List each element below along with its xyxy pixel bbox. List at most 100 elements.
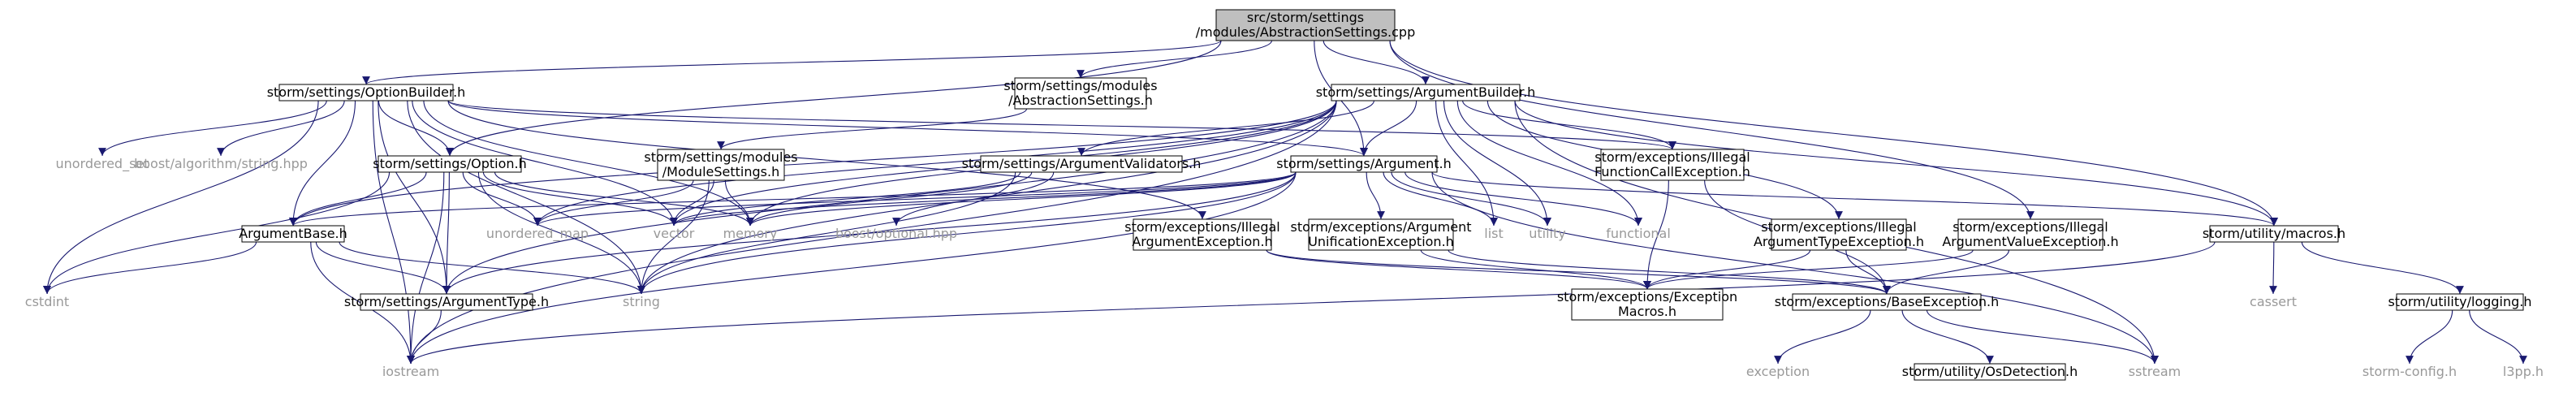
edge-macros-to-iostream xyxy=(407,241,2216,365)
node-sstream: sstream xyxy=(2129,364,2181,379)
node-list: list xyxy=(1484,226,1504,241)
dependency-nodes: src/storm/settings/modules/AbstractionSe… xyxy=(25,9,2544,381)
node-baseexc: storm/exceptions/BaseException.h xyxy=(1775,293,1999,311)
node-label: vector xyxy=(654,226,695,241)
edge-option-to-memory xyxy=(494,171,754,227)
node-box xyxy=(1914,363,2066,381)
node-exception: exception xyxy=(1746,364,1810,379)
edge-argvalidators-to-string xyxy=(637,171,1016,295)
node-boost_string: boost/algorithm/string.hpp xyxy=(134,156,308,171)
node-label: exception xyxy=(1746,364,1810,379)
node-unordered_set: unordered_set xyxy=(55,156,149,172)
node-box xyxy=(1600,149,1745,181)
node-logging: storm/utility/logging.h xyxy=(2388,293,2532,311)
node-vector: vector xyxy=(654,226,695,241)
node-box xyxy=(1308,218,1454,251)
edge-option-to-string xyxy=(477,171,645,295)
edge-baseexc-to-osdetect xyxy=(1901,309,1994,365)
edge-baseexc-to-exception xyxy=(1774,309,1871,365)
node-label: storm/exceptions/Illegal xyxy=(1761,219,1916,235)
edge-argbase-to-string xyxy=(339,241,645,295)
node-box xyxy=(980,155,1183,173)
node-label: Macros.h xyxy=(1618,304,1676,319)
edge-argbuilder-to-macros xyxy=(1514,100,2278,227)
node-label: storm/utility/OsDetection.h xyxy=(1902,364,2078,379)
node-label: utility xyxy=(1529,226,1566,241)
edge-argument-to-argunif xyxy=(1366,171,1385,220)
edge-modabs-to-modsettings xyxy=(717,108,1028,150)
edge-argbase-to-cstdint xyxy=(43,241,257,295)
node-cstdint: cstdint xyxy=(25,294,69,309)
edge-optionbuilder-to-unordered_set xyxy=(98,100,327,157)
node-box xyxy=(2209,225,2339,243)
edge-optionbuilder-to-argbase xyxy=(289,100,356,227)
edge-modsettings-to-unordered_map xyxy=(533,179,694,227)
node-label: storm/exceptions/Illegal xyxy=(1124,219,1279,235)
node-label: storm-config.h xyxy=(2362,364,2457,379)
node-box xyxy=(657,149,785,181)
edge-root-to-macros xyxy=(1389,40,2278,227)
node-option: storm/settings/Option.h xyxy=(373,155,527,173)
edge-root-to-modabs xyxy=(1077,40,1272,79)
node-box xyxy=(378,155,522,173)
node-label: list xyxy=(1484,226,1504,241)
edge-argument-to-sstream xyxy=(1431,171,2159,365)
node-label: iostream xyxy=(382,364,439,379)
node-label: storm/settings/modules xyxy=(644,149,797,165)
edge-optionbuilder-to-illegalfunc xyxy=(447,100,1676,150)
edge-argvalidators-to-memory xyxy=(746,171,1033,227)
node-illegalarg: storm/exceptions/IllegalArgumentExceptio… xyxy=(1124,218,1280,251)
node-illegalvalue: storm/exceptions/IllegalArgumentValueExc… xyxy=(1942,218,2119,251)
node-label: storm/settings/OptionBuilder.h xyxy=(267,84,466,100)
edge-optionbuilder-to-memory xyxy=(423,100,754,227)
edge-argument-to-unordered_map xyxy=(533,171,1297,227)
node-box xyxy=(278,84,454,101)
edge-illegalfunc-to-excmacros xyxy=(1643,179,1669,290)
node-label: storm/settings/ArgumentType.h xyxy=(344,294,549,309)
edge-option-to-iostream xyxy=(407,171,445,365)
node-box xyxy=(360,293,533,311)
node-argtype: storm/settings/ArgumentType.h xyxy=(344,293,549,311)
node-label: storm/settings/modules xyxy=(1003,78,1157,93)
edge-modsettings-to-string xyxy=(637,179,710,295)
edge-argbuilder-to-iostream xyxy=(407,100,1337,365)
node-utility: utility xyxy=(1529,226,1566,241)
node-label: src/storm/settings xyxy=(1247,10,1364,25)
edge-option-to-cstdint xyxy=(43,171,390,295)
edge-optionbuilder-to-cstdint xyxy=(43,100,319,295)
edge-argument-to-functional xyxy=(1405,171,1642,227)
node-unordered_map: unordered_map xyxy=(486,226,589,242)
node-string: string xyxy=(623,294,660,309)
edge-argument-to-argtype xyxy=(442,171,1297,295)
node-argunif: storm/exceptions/ArgumentUnificationExce… xyxy=(1291,218,1471,251)
node-functional: functional xyxy=(1606,226,1671,241)
edge-option-to-vector xyxy=(482,171,678,227)
node-label: storm/settings/ArgumentValidators.h xyxy=(962,156,1202,171)
node-box xyxy=(2396,293,2524,311)
edge-argument-to-macros xyxy=(1431,171,2278,227)
node-modsettings: storm/settings/modules/ModuleSettings.h xyxy=(644,149,798,181)
edge-illegaltype-to-excmacros xyxy=(1643,249,1811,290)
node-label: storm/settings/Argument.h xyxy=(1276,156,1451,171)
edge-illegalarg-to-excmacros xyxy=(1266,249,1651,290)
edge-optionbuilder-to-argument xyxy=(447,100,1368,157)
node-label: memory xyxy=(723,226,778,241)
edge-macros-to-logging xyxy=(2301,241,2464,295)
edge-optionbuilder-to-iostream xyxy=(372,100,415,365)
node-argument: storm/settings/Argument.h xyxy=(1276,155,1452,173)
node-label: boost/optional.hpp xyxy=(835,226,957,241)
edge-baseexc-to-sstream xyxy=(1926,309,2159,365)
node-label: UnificationException.h xyxy=(1308,234,1454,249)
node-label: storm/utility/logging.h xyxy=(2388,294,2531,309)
edge-root-to-illegalvalue xyxy=(1389,40,2034,220)
node-argbuilder: storm/settings/ArgumentBuilder.h xyxy=(1316,84,1535,101)
node-argvalidators: storm/settings/ArgumentValidators.h xyxy=(962,155,1202,173)
node-cassert: cassert xyxy=(2250,294,2297,309)
node-l3pp: l3pp.h xyxy=(2503,364,2544,379)
node-box xyxy=(241,225,345,243)
edge-argbuilder-to-argtype xyxy=(442,100,1337,295)
node-memory: memory xyxy=(723,226,778,241)
edge-illegalvalue-to-excmacros xyxy=(1643,249,1974,290)
edge-argbuilder-to-list xyxy=(1435,100,1498,227)
